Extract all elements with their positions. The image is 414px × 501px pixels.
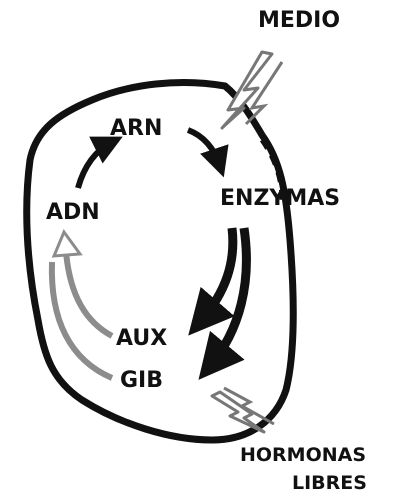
hormonas-lightning-icon xyxy=(212,392,264,432)
label-arn: ARN xyxy=(110,118,162,140)
label-medio: MEDIO xyxy=(258,10,340,32)
label-hormonas: HORMONAS xyxy=(240,446,366,465)
arn-to-enzymas-arrow xyxy=(188,130,220,166)
label-aux: AUX xyxy=(116,328,167,350)
label-libres: LIBRES xyxy=(292,474,367,493)
gib-to-adn-arrow xyxy=(52,262,112,378)
aux-to-adn-arrowhead xyxy=(54,232,80,256)
enzymas-to-aux-arrow xyxy=(200,228,233,322)
aux-to-adn-arrow xyxy=(66,252,112,336)
label-gib: GIB xyxy=(120,370,163,392)
label-enzymas: ENZYMAS xyxy=(220,188,340,210)
label-adn: ADN xyxy=(46,202,100,224)
adn-to-arn-arrow xyxy=(78,142,112,188)
